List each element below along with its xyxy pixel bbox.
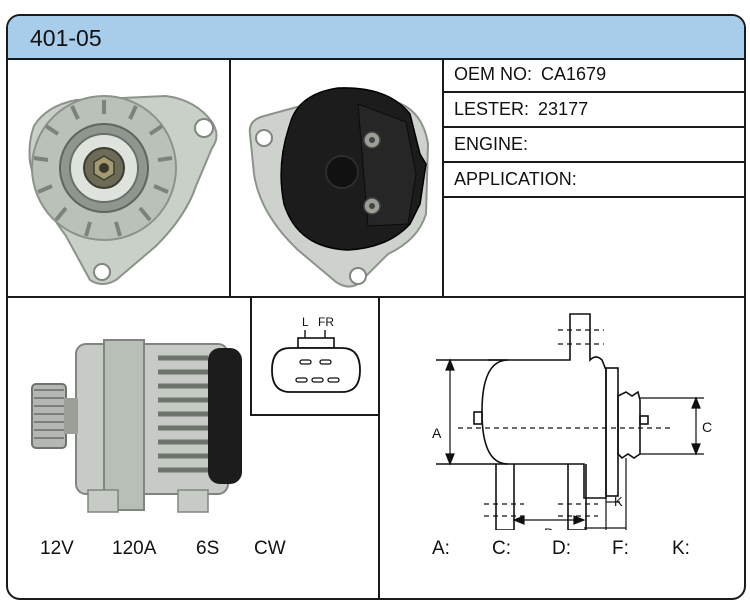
connector-label-fr: FR [318,315,334,329]
rating-voltage: 12V [40,538,74,559]
spec-application: APPLICATION: [444,163,744,198]
alternator-front-view [16,66,226,291]
part-number: 401-05 [30,25,102,51]
divider [442,58,444,296]
dimension-c-marker: C [702,419,712,435]
connector-panel: L FR [250,298,380,416]
dimension-d-label: D: [552,538,571,559]
spec-application-label: APPLICATION: [454,169,577,189]
rating-amperage: 120A [112,538,157,559]
spec-oem-value: CA1679 [541,64,607,84]
spec-application-value [577,169,581,189]
connector-label-l: L [302,315,309,329]
dimension-f-label: F: [612,538,629,559]
dimension-c-label: C: [492,538,511,559]
dimension-k-marker: K [614,494,623,509]
dimension-k-label: K: [672,538,690,559]
spec-lester-value: 23177 [538,99,589,119]
dimension-drawing: A C D F K [408,308,738,547]
rating-rotation: CW [254,538,286,559]
divider [378,298,380,598]
spec-oem-label: OEM NO: [454,64,533,84]
dimension-a-marker: A [432,425,442,441]
spec-oem: OEM NO: CA1679 [444,58,744,93]
dimension-a-label: A: [432,538,450,559]
spec-engine-label: ENGINE: [454,134,529,154]
alternator-rear-view [238,64,438,292]
product-sheet: 401-05 L FR OEM NO: CA1679 LESTER: 23177… [6,14,746,600]
spec-engine: ENGINE: [444,128,744,163]
divider [229,58,231,296]
spec-lester: LESTER: 23177 [444,93,744,128]
alternator-side-view [18,314,248,524]
dimension-d-marker: D [544,525,554,530]
connector-drawing: L FR [271,315,361,393]
rating-pulley: 6S [196,538,220,559]
spec-engine-value [528,134,532,154]
spec-lester-label: LESTER: [454,99,530,119]
header-bar: 401-05 [8,16,744,60]
divider [8,296,744,298]
